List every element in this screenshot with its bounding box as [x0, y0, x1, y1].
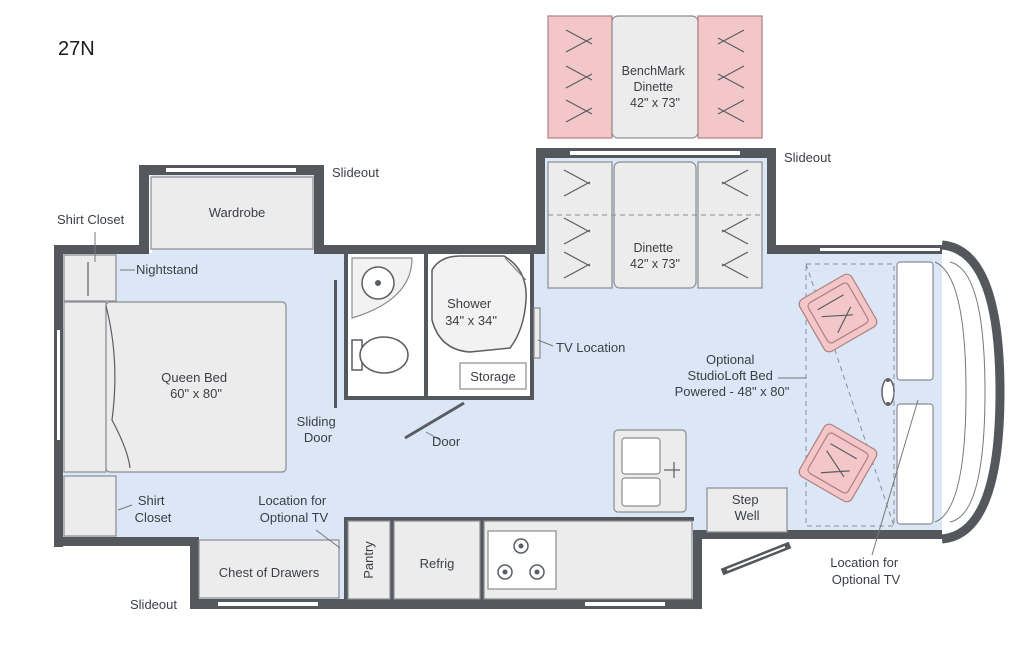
benchmark-dinette	[547, 15, 763, 139]
shirt-closet-bottom	[63, 475, 117, 537]
kitchen-counter	[347, 520, 693, 600]
storage	[459, 362, 527, 390]
sliding-door-label: Sliding Door	[297, 414, 340, 445]
wardrobe	[150, 176, 314, 250]
nightstand-label: Nightstand	[136, 262, 198, 277]
bath-sink	[351, 257, 413, 319]
callout-lines	[94, 232, 919, 556]
benchmark-dinette-label: BenchMark Dinette 42" x 73"	[622, 64, 689, 110]
dinette-label: Dinette 42" x 73"	[630, 241, 680, 271]
entry-door[interactable]	[720, 541, 792, 576]
optional-tv-label-right: Location for Optional TV	[830, 555, 902, 587]
shower	[431, 255, 527, 353]
pantry-label: Pantry	[361, 541, 376, 579]
tv-location-marker	[533, 307, 541, 359]
kitchen-sink	[613, 429, 687, 513]
model-title: 27N	[58, 38, 95, 60]
chest-of-drawers-label: Chest of Drawers	[219, 565, 320, 580]
dinette	[547, 161, 763, 289]
cab-chair-top	[798, 273, 878, 353]
slideout-label-top-right: Slideout	[784, 150, 831, 165]
optional-tv-label-left: Location for Optional TV	[258, 493, 330, 525]
windows	[57, 151, 940, 606]
storage-label: Storage	[470, 369, 516, 384]
bed-headboard	[63, 301, 107, 473]
bath-door[interactable]	[404, 401, 465, 440]
wardrobe-label: Wardrobe	[209, 205, 266, 220]
queen-bed-label: Queen Bed 60" x 80"	[161, 370, 230, 401]
slideout-label-top-left: Slideout	[332, 165, 379, 180]
refrig-label: Refrig	[420, 556, 455, 571]
door-label: Door	[432, 434, 461, 449]
front-cab	[881, 240, 1005, 544]
chest-of-drawers	[198, 539, 340, 599]
step-well-label: Step Well	[732, 492, 762, 523]
step-well	[706, 487, 788, 533]
shirt-closet-top	[63, 254, 117, 302]
tv-location-label: TV Location	[556, 340, 625, 355]
shower-label: Shower 34" x 34"	[445, 296, 497, 328]
studioloft-outline	[805, 263, 895, 527]
cab-chair-bottom	[798, 423, 878, 503]
slideout-label-bottom: Slideout	[130, 597, 177, 612]
queen-bed[interactable]	[105, 301, 287, 473]
studioloft-bed-label: Optional StudioLoft Bed Powered - 48" x …	[675, 352, 790, 399]
shirt-closet-top-label: Shirt Closet	[57, 212, 125, 227]
toilet	[351, 336, 409, 374]
shirt-closet-bottom-label: Shirt Closet	[135, 493, 172, 525]
